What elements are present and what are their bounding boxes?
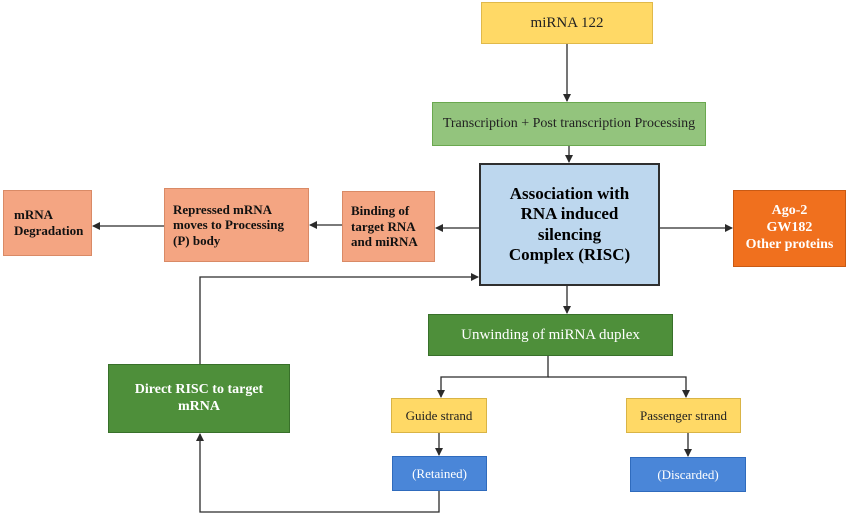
discarded-box: (Discarded) [630, 457, 746, 492]
ago-line-3: Other proteins [745, 236, 834, 252]
ago-line-1: Ago-2 [771, 203, 808, 219]
passenger-strand-box: Passenger strand [626, 398, 741, 433]
discarded-label: (Discarded) [657, 466, 719, 482]
guide-strand-label: Guide strand [405, 407, 473, 423]
repressed-line-1: Repressed mRNA [173, 201, 273, 217]
connector-split-to-passenger [548, 376, 690, 398]
binding-line-3: and miRNA [351, 234, 418, 250]
connector-unwinding-split [437, 356, 549, 398]
direct-line-1: Direct RISC to target [134, 381, 264, 397]
repressed-line-3: (P) body [173, 232, 221, 248]
risc-association-box: Association with RNA induced silencing C… [479, 163, 660, 286]
risc-line-3: silencing [537, 224, 602, 244]
passenger-strand-label: Passenger strand [639, 407, 727, 423]
direct-line-2: mRNA [177, 398, 220, 414]
mirna-122-box: miRNA 122 [481, 2, 653, 44]
retained-label: (Retained) [412, 465, 467, 481]
unwinding-duplex-box: Unwinding of miRNA duplex [428, 314, 673, 356]
repressed-mrna-box: Repressed mRNA moves to Processing (P) b… [164, 188, 309, 262]
risc-line-4: Complex (RISC) [508, 244, 631, 264]
guide-strand-box: Guide strand [391, 398, 487, 433]
degradation-line-1: mRNA [14, 207, 53, 223]
binding-line-2: target RNA [351, 218, 416, 234]
mirna-122-label: miRNA 122 [530, 15, 604, 31]
connector-direct-to-risc [199, 273, 479, 364]
unwinding-label: Unwinding of miRNA duplex [461, 327, 640, 343]
risc-line-1: Association with [509, 183, 630, 203]
retained-box: (Retained) [392, 456, 487, 491]
connector-retained-to-direct [196, 433, 440, 513]
risc-line-2: RNA induced [520, 204, 619, 224]
repressed-line-2: moves to Processing [173, 217, 284, 233]
mrna-degradation-box: mRNA Degradation [3, 190, 92, 256]
degradation-line-2: Degradation [14, 223, 84, 238]
binding-line-1: Binding of [351, 203, 410, 219]
binding-target-rna-box: Binding of target RNA and miRNA [342, 191, 435, 262]
ago2-proteins-box: Ago-2 GW182 Other proteins [733, 190, 846, 267]
ago-line-2: GW182 [766, 220, 813, 236]
transcription-processing-box: Transcription + Post transcription Proce… [432, 102, 706, 146]
direct-risc-box: Direct RISC to target mRNA [108, 364, 290, 433]
transcription-processing-label: Transcription + Post transcription Proce… [442, 115, 696, 131]
